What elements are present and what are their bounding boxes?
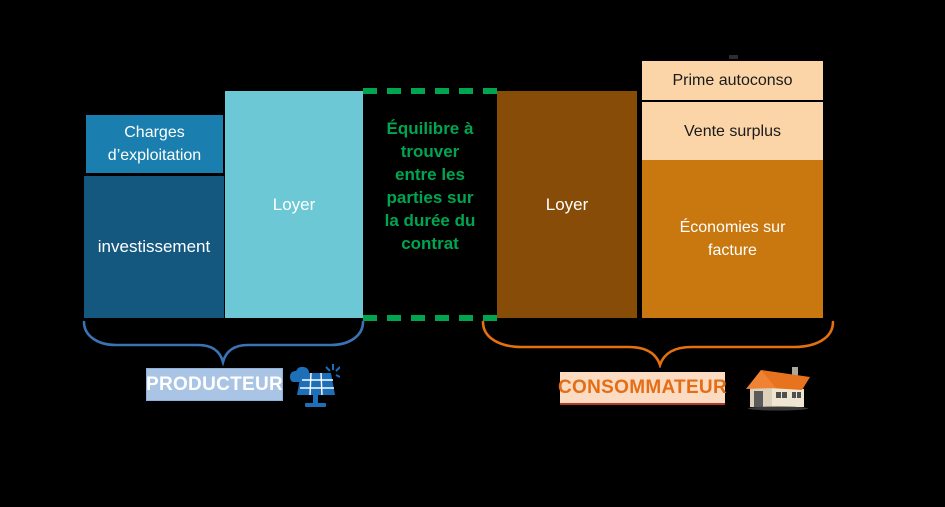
bar-loyer-producer-label: Loyer (272, 194, 316, 214)
bar-loyer-consumer: Loyer (497, 91, 637, 318)
bar-charges-exploitation: Charges d’exploitation (84, 113, 225, 175)
bar-economies-facture: Économies sur facture (642, 160, 823, 318)
dashed-equilibrium-line-bottom (363, 315, 497, 321)
house-icon (746, 367, 810, 411)
bar-economies-facture-label: Économies sur facture (679, 219, 786, 259)
solar-panel-icon (290, 364, 340, 407)
bar-vente-surplus-label: Vente surplus (684, 122, 781, 140)
bar-vente-surplus: Vente surplus (642, 102, 823, 160)
bar-investissement: investissement (84, 176, 224, 318)
crop-artifact-tick (729, 55, 738, 59)
dashed-equilibrium-line-top (363, 88, 497, 94)
producer-brace (82, 320, 365, 366)
consumer-badge-label: CONSOMMATEUR (558, 376, 727, 398)
consumer-badge: CONSOMMATEUR (558, 372, 727, 403)
equilibrium-note: Équilibre à trouver entre les parties su… (384, 119, 476, 253)
bar-loyer-producer: Loyer (225, 91, 363, 318)
bar-prime-autoconso-label: Prime autoconso (672, 72, 793, 89)
bar-investissement-label: investissement (97, 237, 211, 256)
bar-charges-label: Charges d’exploitation (107, 124, 202, 164)
consumer-brace (481, 320, 835, 368)
bar-loyer-consumer-label: Loyer (545, 194, 589, 214)
bar-prime-autoconso: Prime autoconso (642, 61, 823, 102)
producer-badge-label: PRODUCTEUR (145, 373, 284, 395)
producer-badge: PRODUCTEUR (146, 368, 283, 401)
